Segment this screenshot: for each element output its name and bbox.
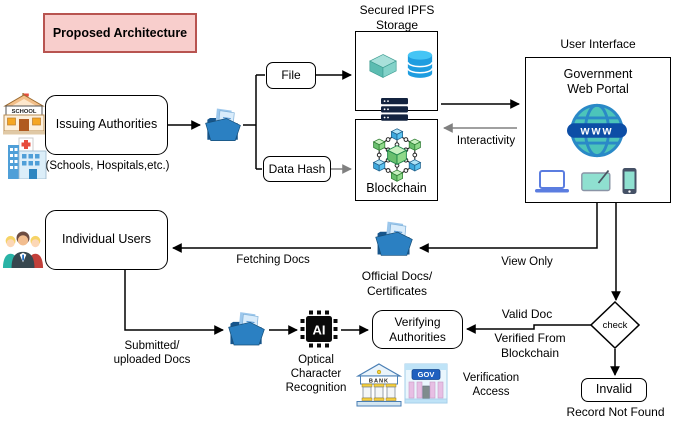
data-hash-node: Data Hash <box>263 156 331 182</box>
laptop-icon <box>535 170 569 193</box>
arrow-check-to-verifying <box>466 324 592 334</box>
submitted-docs-label: Submitted/ uploaded Docs <box>113 340 191 367</box>
hospital-icon <box>8 137 47 179</box>
school-sign-text: SCHOOL <box>12 109 37 115</box>
fetching-docs-label: Fetching Docs <box>236 254 310 266</box>
verified-from-label: Verified From Blockchain <box>494 331 566 360</box>
check-label: check <box>602 319 628 331</box>
submitted-docs-folder-icon <box>228 312 265 346</box>
interactivity-label: Interactivity <box>456 135 516 147</box>
gov-portal-title: Government Web Portal <box>563 67 633 97</box>
file-node: File <box>266 62 316 89</box>
issuing-authorities-node: Issuing Authorities <box>45 95 168 155</box>
school-icon: SCHOOL <box>3 93 45 135</box>
view-only-label: View Only <box>501 256 553 268</box>
database-icon <box>407 50 433 78</box>
smartphone-icon <box>622 168 637 194</box>
official-docs-folder-icon <box>375 221 413 256</box>
gov-building-icon: GOV <box>404 363 448 404</box>
ocr-label: Optical Character Recognition <box>285 354 347 395</box>
server-icon <box>381 98 408 121</box>
bank-icon: BANK <box>356 363 402 407</box>
verification-access-label: Verification Access <box>462 372 520 399</box>
diagram-title: Proposed Architecture <box>43 13 197 53</box>
ipfs-cube-icon <box>369 54 397 79</box>
bank-sign-text: BANK <box>369 378 389 384</box>
arrow-users-to-submitted <box>124 270 224 335</box>
diamond-shape <box>589 300 641 350</box>
www-text: www <box>580 124 614 137</box>
arrow-ui-to-officialdocs <box>419 203 598 253</box>
blockchain-icon <box>372 128 422 182</box>
users-group-icon <box>2 231 44 269</box>
individual-users-node: Individual Users <box>45 210 168 270</box>
branch-file-datahash <box>243 74 265 170</box>
check-decision-node: check <box>589 300 641 350</box>
ipfs-title: Secured IPFS Storage <box>359 3 435 32</box>
web-globe-icon: www <box>567 103 627 158</box>
tablet-icon <box>581 169 611 192</box>
gov-sign-text: GOV <box>418 370 435 379</box>
verifying-authorities-node: Verifying Authorities <box>372 310 463 349</box>
ai-chip-text: AI <box>313 323 326 338</box>
user-interface-title: User Interface <box>560 37 636 51</box>
valid-doc-label: Valid Doc <box>501 307 553 321</box>
official-docs-label: Official Docs/ Certificates <box>361 269 433 298</box>
docs-folder-icon <box>205 108 241 141</box>
ai-chip-icon: AI <box>300 310 338 348</box>
invalid-node: Invalid <box>581 378 647 402</box>
record-not-found-label: Record Not Found <box>566 405 665 419</box>
issuing-subtitle: (Schools, Hospitals,etc.) <box>45 160 170 172</box>
